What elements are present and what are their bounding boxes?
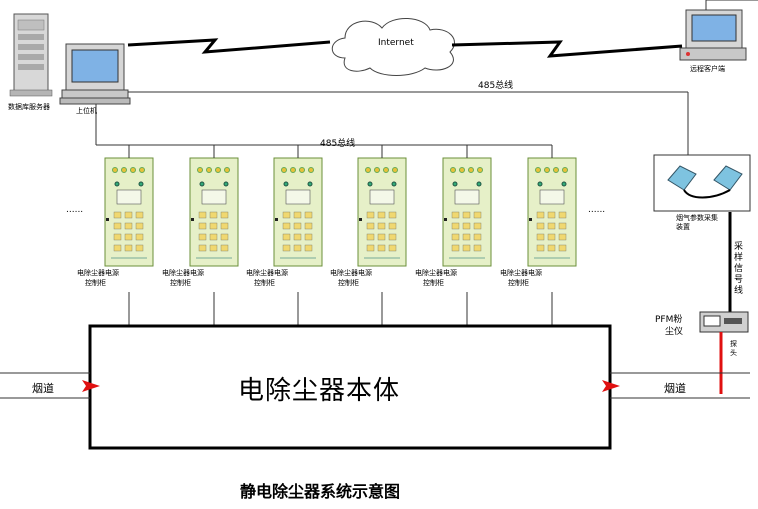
precipitator-body (88, 324, 612, 450)
control-cabinet-icon (357, 157, 407, 267)
control-cabinet-icon (273, 157, 323, 267)
link-host-internet (127, 38, 331, 54)
precipitator-body-label: 电除尘器本体 (238, 376, 401, 406)
cabinet-connectors (128, 145, 553, 326)
flue-gas-device-label: 烟气参数采集装置 (676, 214, 718, 231)
cabinet-label-line2: 控制柜 (508, 279, 529, 287)
internet-cloud-icon (331, 17, 455, 76)
inlet-arrow-icon (82, 380, 100, 392)
remote-client-icon (679, 0, 758, 61)
host-pc-icon (59, 43, 131, 105)
internet-label: Internet (378, 38, 414, 48)
cabinet-label-line2: 控制柜 (423, 279, 444, 287)
bus-485-mid-label: 485总线 (320, 139, 356, 149)
cabinet-label-line1: 电除尘器电源 (162, 269, 204, 277)
bus-485-top-label: 485总线 (478, 81, 514, 91)
ellipsis-right: ...... (588, 205, 606, 215)
cabinet-label-line1: 电除尘器电源 (415, 269, 457, 277)
control-cabinet-icon (527, 157, 577, 267)
control-cabinet-icon (442, 157, 492, 267)
cabinet-label-line2: 控制柜 (85, 279, 106, 287)
probe-label: 探头 (730, 340, 737, 357)
control-cabinet-icon (104, 157, 154, 267)
cabinet-label-line1: 电除尘器电源 (246, 269, 288, 277)
cabinet-label-line2: 控制柜 (254, 279, 275, 287)
database-server-icon (9, 13, 53, 97)
outlet-arrow-icon (602, 380, 620, 392)
cabinet-label-line2: 控制柜 (338, 279, 359, 287)
pfm-label-2: 尘仪 (665, 327, 684, 337)
cabinet-label-line1: 电除尘器电源 (500, 269, 542, 277)
remote-client-label: 远程客户端 (690, 65, 725, 73)
sampling-line-label: 采样信号线 (734, 242, 744, 296)
pfm-label-1: PFM粉 (655, 315, 683, 325)
link-internet-client (451, 40, 683, 58)
pfm-dust-meter-icon (699, 311, 749, 333)
cabinet-label-line1: 电除尘器电源 (77, 269, 119, 277)
flue-right-label: 烟道 (664, 382, 686, 395)
cabinets-group (104, 157, 577, 267)
cabinet-label-line1: 电除尘器电源 (330, 269, 372, 277)
flue-gas-device (653, 154, 751, 212)
ellipsis-left: ...... (66, 205, 84, 215)
caption-title: 静电除尘器系统示意图 (240, 482, 401, 501)
control-cabinet-icon (189, 157, 239, 267)
flue-left-label: 烟道 (32, 382, 54, 395)
host-pc-label: 上位机 (76, 107, 97, 115)
cabinet-label-line2: 控制柜 (170, 279, 191, 287)
db-server-label: 数据库服务器 (8, 103, 50, 111)
